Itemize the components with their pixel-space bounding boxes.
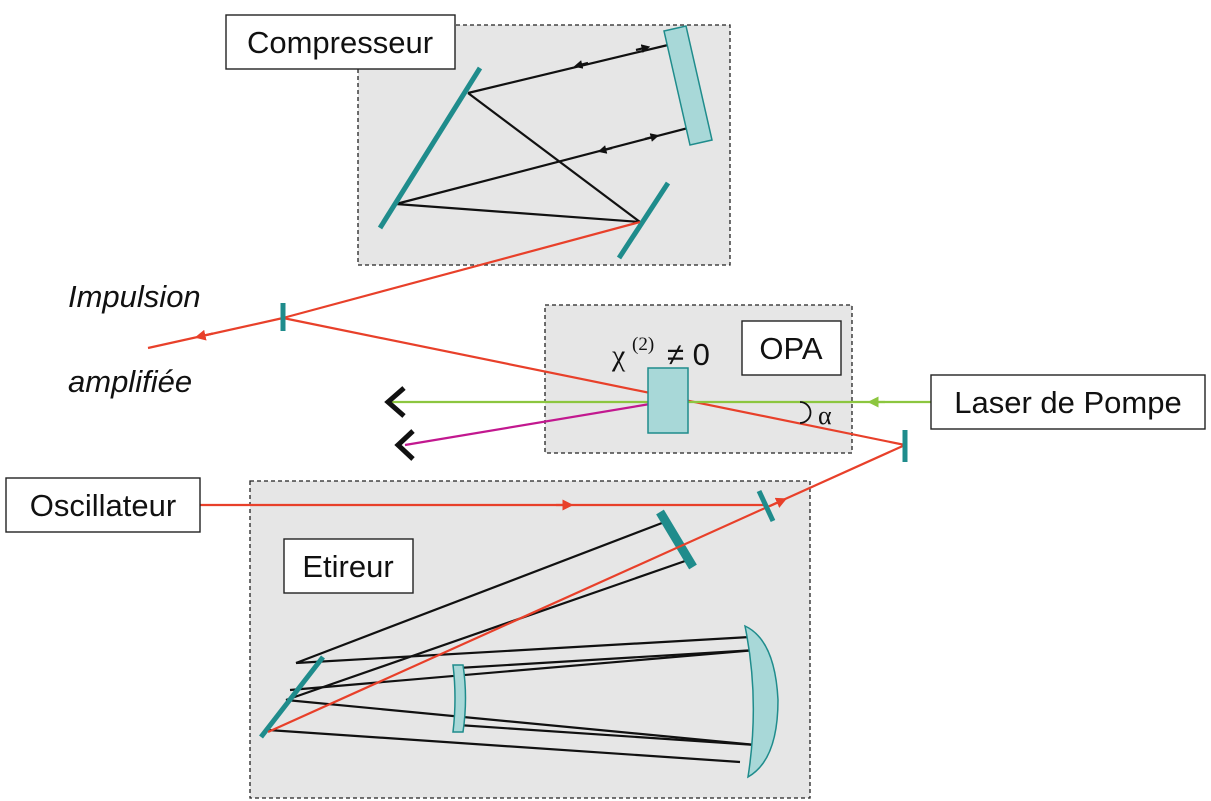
compressor-grating-large [377, 66, 483, 230]
compressor-arrow-right-upper [635, 44, 651, 53]
compressor-label-box [225, 14, 456, 70]
opa-label-box [741, 320, 842, 376]
compressor-beam-lower [395, 126, 689, 206]
alpha-symbol: α [818, 401, 832, 430]
compressor-beam-bottom [395, 202, 641, 224]
stretcher-beam-c [295, 635, 751, 665]
stretcher-lens [452, 664, 467, 733]
chi-order: (2) [632, 334, 654, 355]
compressor-roof-mirror [663, 25, 713, 146]
beam-dump-idler [394, 429, 415, 461]
chi-condition: ≠ 0 [667, 337, 710, 372]
nonlinear-crystal [647, 367, 689, 434]
output-pulse-label-line1: Impulsion [68, 279, 201, 314]
stretcher-concave-mirror [743, 624, 779, 779]
stretcher-input-mirror [756, 489, 776, 523]
stretcher-label-box [283, 538, 414, 594]
angle-arc [799, 401, 812, 424]
oscillator-label-box [5, 477, 201, 533]
stretcher-beam-f [267, 728, 741, 764]
output-pulse-label-line2: amplifiée [68, 364, 192, 399]
stretcher-optics [259, 509, 779, 779]
signal-beam-stretched [267, 443, 906, 734]
signal-beam-output [147, 316, 284, 350]
chi-symbol: χ [611, 339, 626, 372]
signal-beam-to-compressor [282, 220, 641, 320]
compressor-beam-upper [467, 43, 669, 95]
oscillator-label: Oscillateur [30, 488, 176, 523]
beams [147, 220, 932, 734]
compressor-arrow-right-lower [644, 133, 660, 142]
stretcher-beam-h [457, 723, 757, 747]
output-arrow [194, 329, 214, 341]
compressor-beam-diagonal [467, 92, 641, 223]
stretcher-beam-b [285, 558, 689, 702]
compressor-arrow-left-lower [597, 145, 613, 154]
stretcher-beam-d [289, 648, 757, 692]
pump-laser-label-box [930, 374, 1206, 430]
pump-laser-label: Laser de Pompe [954, 385, 1181, 420]
signal-beam-through-crystal [282, 316, 906, 447]
stretcher-grating [259, 655, 325, 739]
compressor-arrow-left-upper [573, 60, 589, 69]
stretcher-zone [249, 480, 811, 799]
stretched-arrow [769, 497, 788, 508]
stretcher-beam-a [295, 521, 663, 665]
stretcher-beam-e [285, 698, 757, 747]
beam-dump-pump [384, 386, 406, 418]
compressor-optics [377, 25, 713, 260]
stretcher-label: Etireur [302, 549, 393, 584]
idler-beam [404, 402, 651, 447]
compressor-grating-small [616, 181, 671, 260]
stretcher-beam-g [457, 648, 757, 670]
stretcher-mirror-top [656, 509, 697, 570]
opa-label: OPA [759, 331, 822, 366]
compressor-label: Compresseur [247, 25, 433, 60]
